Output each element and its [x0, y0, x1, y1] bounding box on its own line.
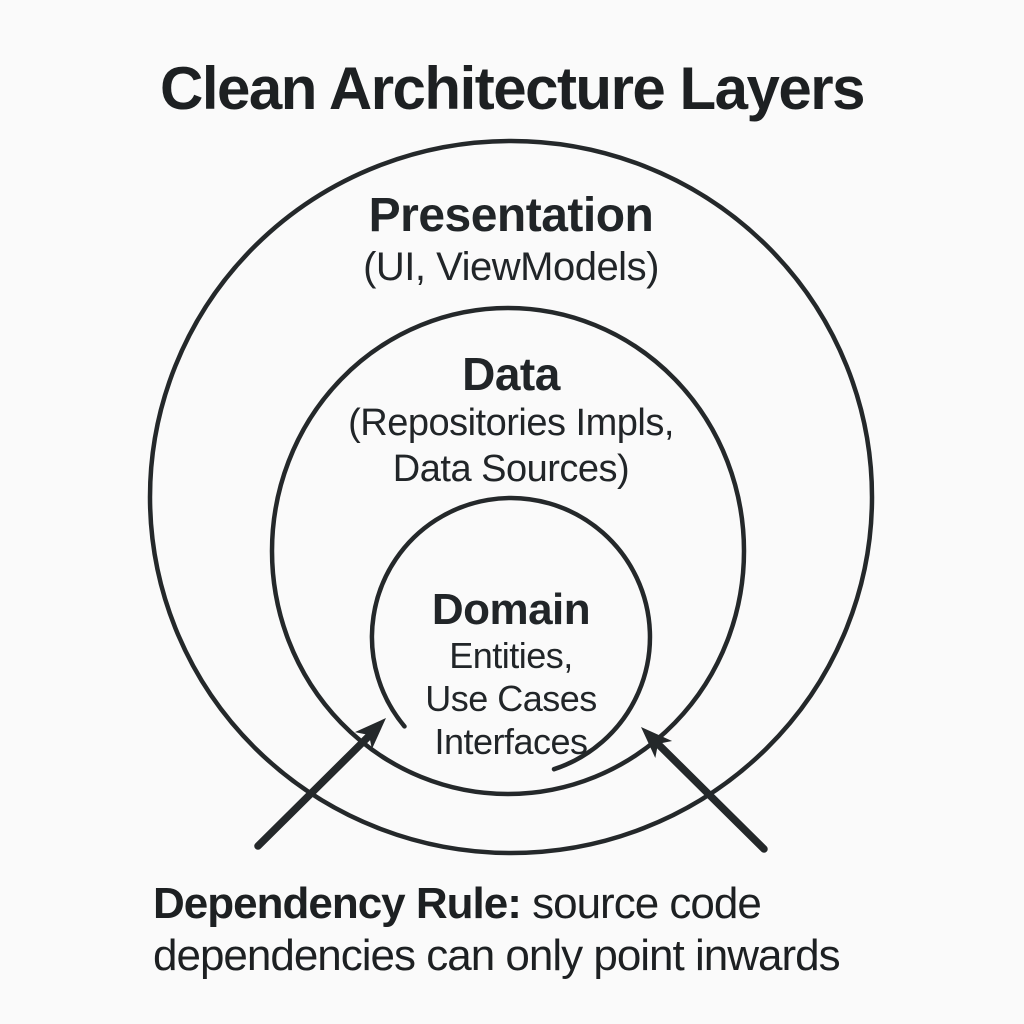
presentation-layer-subtitle: (UI, ViewModels): [363, 245, 659, 289]
dependency-rule-rest: source code: [520, 879, 762, 928]
data-layer-labels: Data (Repositories Impls, Data Sources): [348, 348, 674, 492]
dependency-rule-caption: Dependency Rule: source code dependencie…: [153, 878, 913, 982]
domain-layer-labels: Domain Entities, Use Cases Interfaces: [425, 586, 597, 763]
presentation-layer-circle: [147, 138, 875, 856]
inward-arrow-left-icon: [254, 718, 386, 850]
domain-layer-circle: [369, 495, 653, 772]
domain-layer-subtitle-line1: Entities,: [449, 635, 573, 676]
page-title: Clean Architecture Layers: [160, 55, 865, 122]
inward-arrow-left-head: [354, 718, 386, 750]
inward-arrow-right-shaft: [654, 740, 768, 853]
inward-arrow-left-shaft: [254, 731, 374, 850]
presentation-layer-labels: Presentation (UI, ViewModels): [363, 190, 659, 292]
inward-arrow-right-icon: [641, 727, 768, 853]
data-layer-subtitle-line2: Data Sources): [392, 448, 630, 490]
presentation-layer-title: Presentation: [368, 189, 654, 242]
domain-layer-subtitle-line3: Interfaces: [434, 721, 588, 762]
data-layer-title: Data: [462, 348, 560, 400]
domain-layer-subtitle-line2: Use Cases: [425, 678, 597, 719]
domain-layer-title: Domain: [431, 585, 591, 634]
dependency-rule-lead: Dependency Rule:: [153, 879, 522, 928]
data-layer-subtitle-line1: (Repositories Impls,: [348, 402, 674, 444]
data-layer-circle: [269, 305, 747, 797]
dependency-rule-line2: dependencies can only point inwards: [153, 931, 841, 980]
dependency-rule-line1: Dependency Rule: source code: [153, 878, 913, 930]
inward-arrow-right-head: [641, 727, 673, 758]
